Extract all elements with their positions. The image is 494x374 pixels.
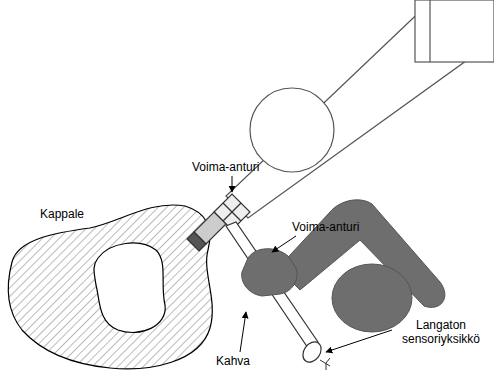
part-label: Kappale (40, 207, 84, 221)
human-arm (242, 200, 445, 332)
part-label: Langaton sensoriyksikkö (394, 318, 488, 346)
workpiece (8, 205, 212, 369)
leader-line (232, 176, 392, 352)
antenna (320, 358, 330, 370)
tool (187, 212, 226, 251)
part-label: Voima-anturi (292, 220, 359, 234)
part-label: Voima-anturi (192, 160, 259, 174)
sensor-unit (299, 338, 325, 365)
robot-arm (226, 0, 494, 218)
part-label: Kahva (216, 354, 250, 368)
